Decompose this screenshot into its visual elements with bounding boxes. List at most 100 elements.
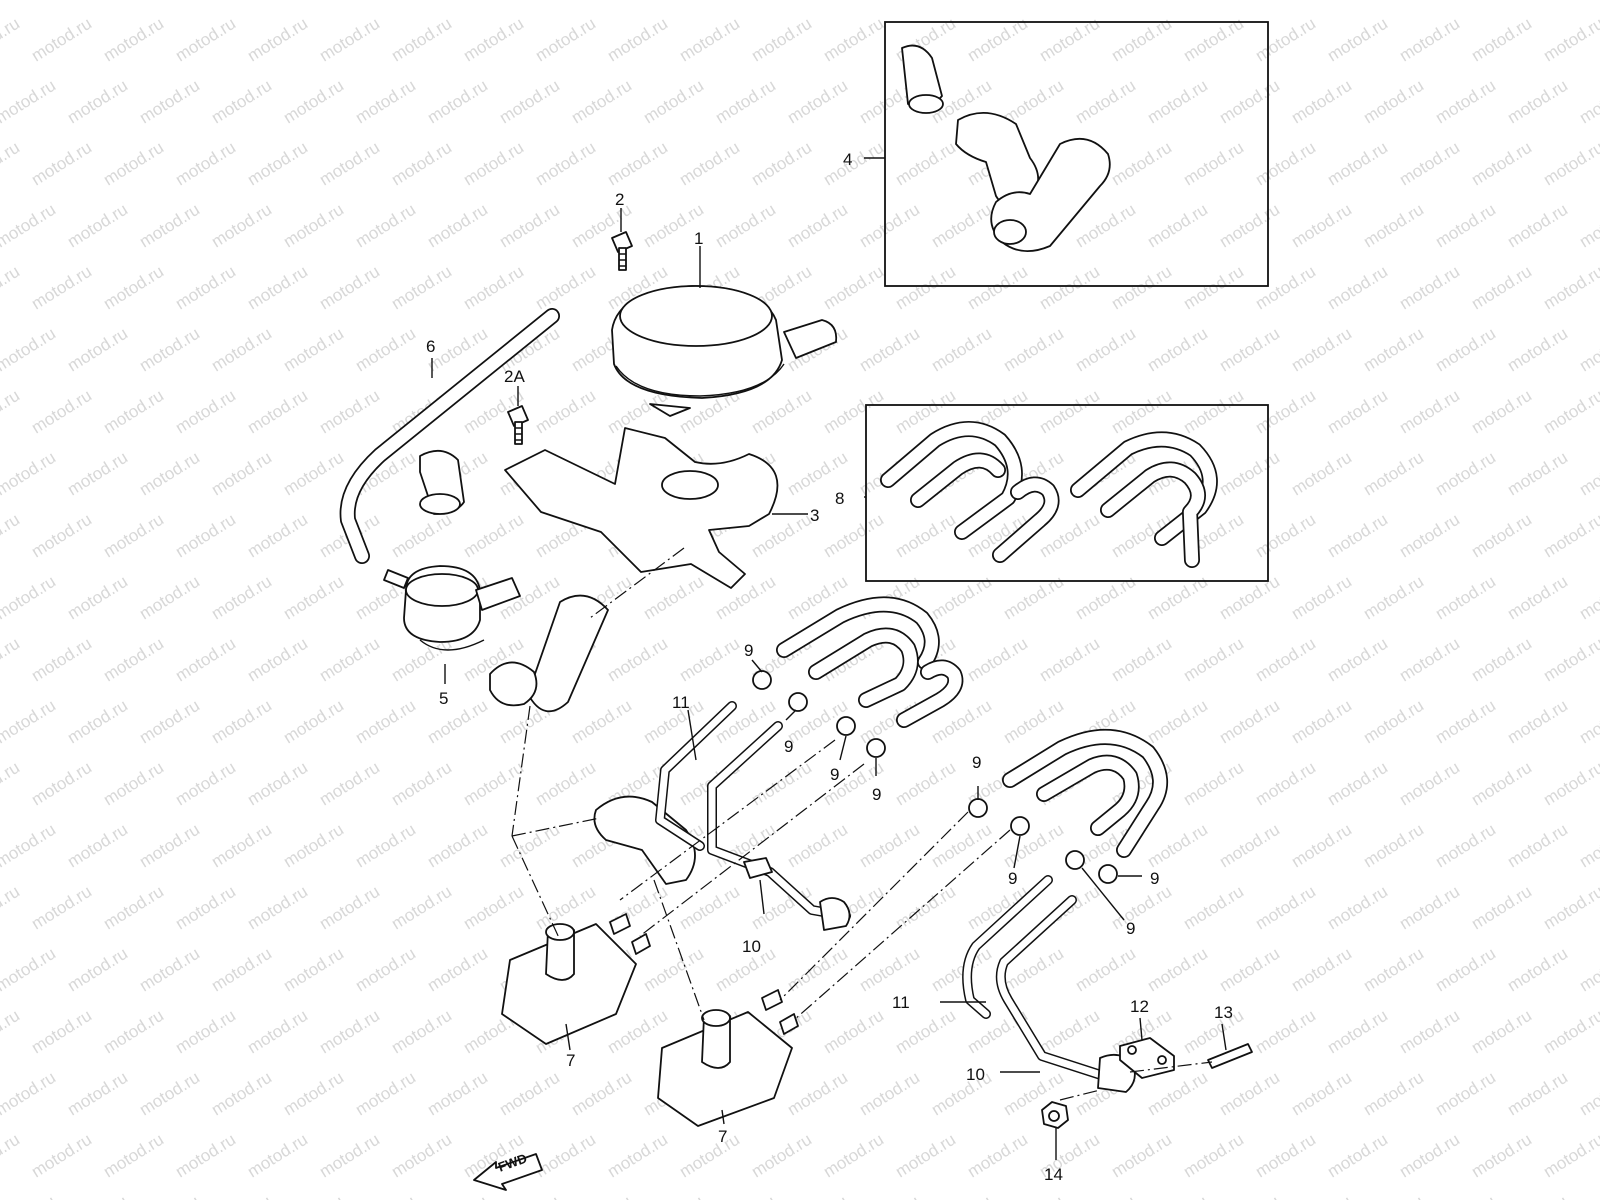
watermark-text: motod.ru: [1432, 324, 1499, 376]
watermark-text: motod.ru: [280, 696, 347, 748]
watermark-text: motod.ru: [712, 0, 779, 3]
watermark-text: motod.ru: [280, 820, 347, 872]
watermark-text: motod.ru: [1576, 76, 1600, 128]
watermark-text: motod.ru: [892, 758, 959, 810]
watermark-text: motod.ru: [424, 0, 491, 3]
watermark-text: motod.ru: [1288, 820, 1355, 872]
watermark-text: motod.ru: [64, 1068, 131, 1120]
watermark-text: motod.ru: [1360, 572, 1427, 624]
watermark-text: motod.ru: [100, 510, 167, 562]
watermark-text: motod.ru: [100, 634, 167, 686]
watermark-text: motod.ru: [964, 1130, 1031, 1182]
watermark-text: motod.ru: [784, 76, 851, 128]
watermark-text: motod.ru: [1540, 138, 1600, 190]
watermark-text: motod.ru: [1288, 696, 1355, 748]
watermark-text: motod.ru: [748, 138, 815, 190]
watermark-text: motod.ru: [1468, 510, 1535, 562]
callout-4: 4: [843, 150, 852, 169]
watermark-text: motod.ru: [1252, 386, 1319, 438]
watermark-text: motod.ru: [280, 1068, 347, 1120]
watermark-text: motod.ru: [1576, 1192, 1600, 1200]
watermark-text: motod.ru: [604, 634, 671, 686]
watermark-text: motod.ru: [388, 1006, 455, 1058]
watermark-text: motod.ru: [1216, 200, 1283, 252]
watermark-text: motod.ru: [172, 138, 239, 190]
watermark-text: motod.ru: [208, 1192, 275, 1200]
valve-part-5: [383, 450, 521, 684]
watermark-text: motod.ru: [64, 572, 131, 624]
pipes-upper-set: [655, 701, 851, 931]
watermark-text: motod.ru: [1396, 510, 1463, 562]
watermark-text: motod.ru: [892, 510, 959, 562]
assembly-lines: [511, 547, 1213, 1101]
watermark-text: motod.ru: [784, 944, 851, 996]
watermark-text: motod.ru: [244, 1006, 311, 1058]
leader-lines: [687, 157, 1142, 1073]
air-cleaner-part-1: [611, 285, 838, 417]
callout-9-d: 9: [872, 785, 881, 804]
watermark-text: motod.ru: [1252, 1006, 1319, 1058]
callout-6: 6: [426, 337, 435, 356]
bracket-part-3: [504, 427, 808, 589]
watermark-text: motod.ru: [1540, 510, 1600, 562]
watermark-text: motod.ru: [0, 448, 59, 500]
watermark-text: motod.ru: [532, 138, 599, 190]
watermark-text: motod.ru: [1180, 386, 1247, 438]
watermark-text: motod.ru: [856, 324, 923, 376]
watermark-text: motod.ru: [820, 1130, 887, 1182]
watermark-text: motod.ru: [1576, 324, 1600, 376]
watermark-text: motod.ru: [1576, 0, 1600, 3]
watermark-text: motod.ru: [244, 510, 311, 562]
watermark-text: motod.ru: [1252, 1130, 1319, 1182]
watermark-text: motod.ru: [28, 1006, 95, 1058]
watermark-text: motod.ru: [1252, 882, 1319, 934]
watermark-text: motod.ru: [100, 386, 167, 438]
watermark-text: motod.ru: [1324, 1130, 1391, 1182]
watermark-text: motod.ru: [352, 820, 419, 872]
watermark-text: motod.ru: [352, 76, 419, 128]
watermark-text: motod.ru: [1180, 882, 1247, 934]
watermark-text: motod.ru: [1180, 634, 1247, 686]
watermark-text: motod.ru: [676, 1130, 743, 1182]
watermark-text: motod.ru: [820, 1006, 887, 1058]
watermark-text: motod.ru: [208, 448, 275, 500]
watermark-text: motod.ru: [64, 76, 131, 128]
watermark-text: motod.ru: [208, 572, 275, 624]
watermark-text: motod.ru: [136, 572, 203, 624]
callout-7-lower: 7: [718, 1127, 727, 1146]
watermark-text: motod.ru: [1036, 634, 1103, 686]
watermark-text: motod.ru: [1108, 634, 1175, 686]
callout-9-c: 9: [830, 765, 839, 784]
watermark-text: motod.ru: [1540, 262, 1600, 314]
watermark-text: motod.ru: [1288, 1068, 1355, 1120]
watermark-text: motod.ru: [892, 1006, 959, 1058]
watermark-text: motod.ru: [1432, 572, 1499, 624]
watermark-text: motod.ru: [1216, 696, 1283, 748]
watermark-text: motod.ru: [244, 386, 311, 438]
watermark-text: motod.ru: [856, 820, 923, 872]
watermark-text: motod.ru: [208, 200, 275, 252]
watermark-text: motod.ru: [1432, 1068, 1499, 1120]
watermark-text: motod.ru: [424, 1068, 491, 1120]
watermark-text: motod.ru: [388, 758, 455, 810]
watermark-text: motod.ru: [928, 820, 995, 872]
watermark-text: motod.ru: [244, 262, 311, 314]
watermark-text: motod.ru: [316, 1006, 383, 1058]
watermark-text: motod.ru: [280, 0, 347, 3]
watermark-text: motod.ru: [316, 386, 383, 438]
watermark-text: motod.ru: [1576, 696, 1600, 748]
watermark-text: motod.ru: [1000, 1192, 1067, 1200]
watermark-text: motod.ru: [0, 510, 23, 562]
callout-2: 2: [615, 190, 624, 209]
watermark-text: motod.ru: [1432, 696, 1499, 748]
watermark-text: motod.ru: [1468, 386, 1535, 438]
watermark-text: motod.ru: [1288, 324, 1355, 376]
watermark-text: motod.ru: [1108, 138, 1175, 190]
watermark-text: motod.ru: [1108, 386, 1175, 438]
watermark-text: motod.ru: [0, 324, 59, 376]
watermark-text: motod.ru: [1216, 1192, 1283, 1200]
watermark-text: motod.ru: [928, 0, 995, 3]
watermark-text: motod.ru: [1216, 1068, 1283, 1120]
hose-kit-box-4: [884, 21, 1269, 287]
watermark-text: motod.ru: [532, 14, 599, 66]
